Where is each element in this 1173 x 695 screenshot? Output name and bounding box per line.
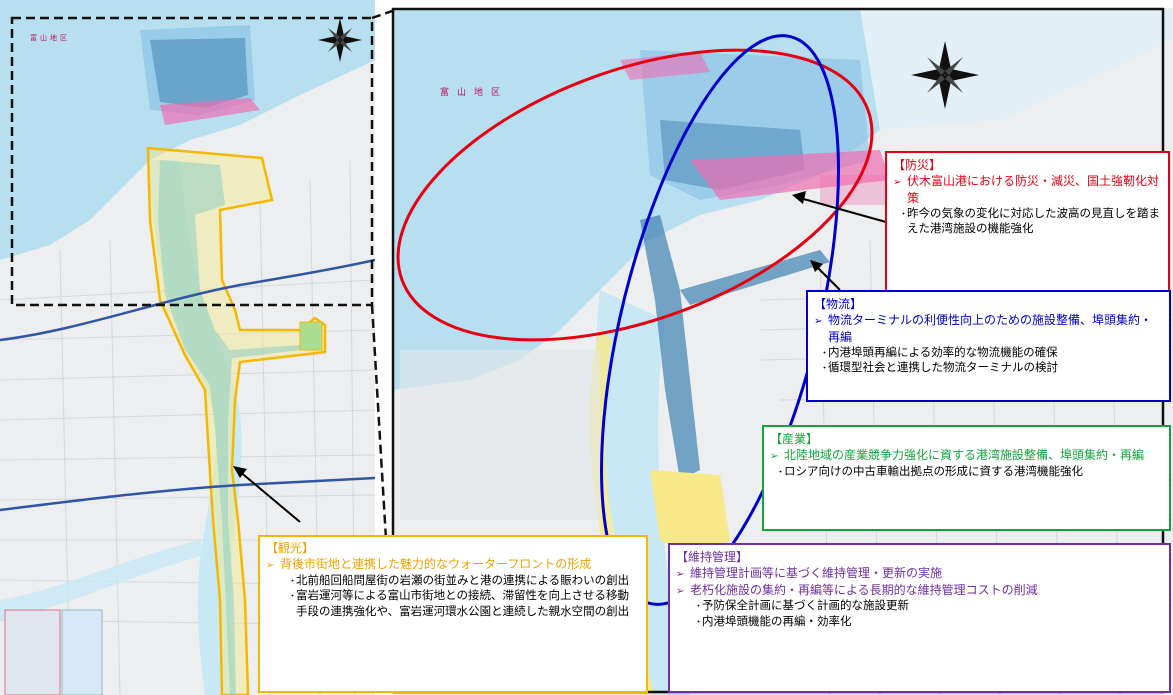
overview-route-line-south <box>0 476 375 512</box>
kanko-bullet: 富岩運河等による富山市街地との接続、滞留性を向上させる移動手段の連携強化や、富岩… <box>266 588 640 619</box>
sangyo-bullet: ロシア向けの中古車輸出拠点の形成に資する港湾機能強化 <box>770 464 1084 480</box>
iji-bullet: 内港埠頭機能の再編・効率化 <box>676 614 1163 630</box>
iji-callout: 【維持管理】 維持管理計画等に基づく維持管理・更新の実施 老朽化施設の集約・再編… <box>668 543 1171 693</box>
zoom-frame <box>10 16 374 307</box>
iji-headline: 維持管理計画等に基づく維持管理・更新の実施 <box>676 565 1163 582</box>
butsuryu-title: 【物流】 <box>814 297 863 311</box>
bousai-pointer-arrow-icon <box>792 191 806 204</box>
kanko-headline: 背後市街地と連携した魅力的なウォーターフロントの形成 <box>266 556 640 573</box>
overview-sea <box>0 0 375 260</box>
butsuryu-headline: 物流ターミナルの利便性向上のための施設整備、埠頭集約・再編 <box>814 312 1163 345</box>
overview-compass-icon <box>318 18 362 62</box>
overview-route-line <box>0 258 375 342</box>
bousai-title: 【防災】 <box>893 158 942 172</box>
bousai-ellipse <box>396 48 874 342</box>
detail-district-label: 富山地区 <box>440 86 508 98</box>
overview-map: 富山地区 <box>0 0 375 695</box>
iji-title: 【維持管理】 <box>676 550 749 564</box>
iji-bullet: 予防保全計画に基づく計画的な施設更新 <box>676 598 1163 614</box>
butsuryu-callout: 【物流】 物流ターミナルの利便性向上のための施設整備、埠頭集約・再編 内港埠頭再… <box>806 290 1171 402</box>
sangyo-title: 【産業】 <box>770 432 819 446</box>
sangyo-callout: 【産業】 北陸地域の産業競争力強化に資する港湾施設整備、埠頭集約・再編 ロシア向… <box>762 425 1171 531</box>
kanko-bullet: 北前船回船問屋街の岩瀬の街並みと港の連携による賑わいの創出 <box>266 573 640 589</box>
iji-headline: 老朽化施設の集約・再編等による長期的な維持管理コストの削減 <box>676 582 1163 599</box>
sangyo-headline: 北陸地域の産業競争力強化に資する港湾施設整備、埠頭集約・再編 <box>770 447 1163 464</box>
overview-district-label: 富山地区 <box>30 33 70 42</box>
butsuryu-bullet: 循環型社会と連携した物流ターミナルの検討 <box>814 360 1163 376</box>
overview-pointer-arrow-icon <box>233 466 247 478</box>
kanko-title: 【観光】 <box>266 541 315 555</box>
butsuryu-pointer-arrow-icon <box>810 260 823 272</box>
bousai-bullet: 昨今の気象の変化に対応した波高の見直しを踏まえた港湾施設の機能強化 <box>893 206 1162 237</box>
detail-river <box>596 290 690 695</box>
butsuryu-bullet: 内港埠頭再編による効率的な物流機能の確保 <box>814 345 1163 361</box>
bousai-headline: 伏木富山港における防災・減災、国土強靭化対策 <box>893 173 1162 206</box>
zoom-connector-bottom <box>370 304 397 691</box>
bousai-callout: 【防災】 伏木富山港における防災・減災、国土強靭化対策 昨今の気象の変化に対応し… <box>885 151 1170 313</box>
kanko-callout: 【観光】 背後市街地と連携した魅力的なウォーターフロントの形成 北前船回船問屋街… <box>258 535 648 693</box>
zoom-connector-top <box>371 8 396 20</box>
detail-compass-icon <box>911 41 979 109</box>
